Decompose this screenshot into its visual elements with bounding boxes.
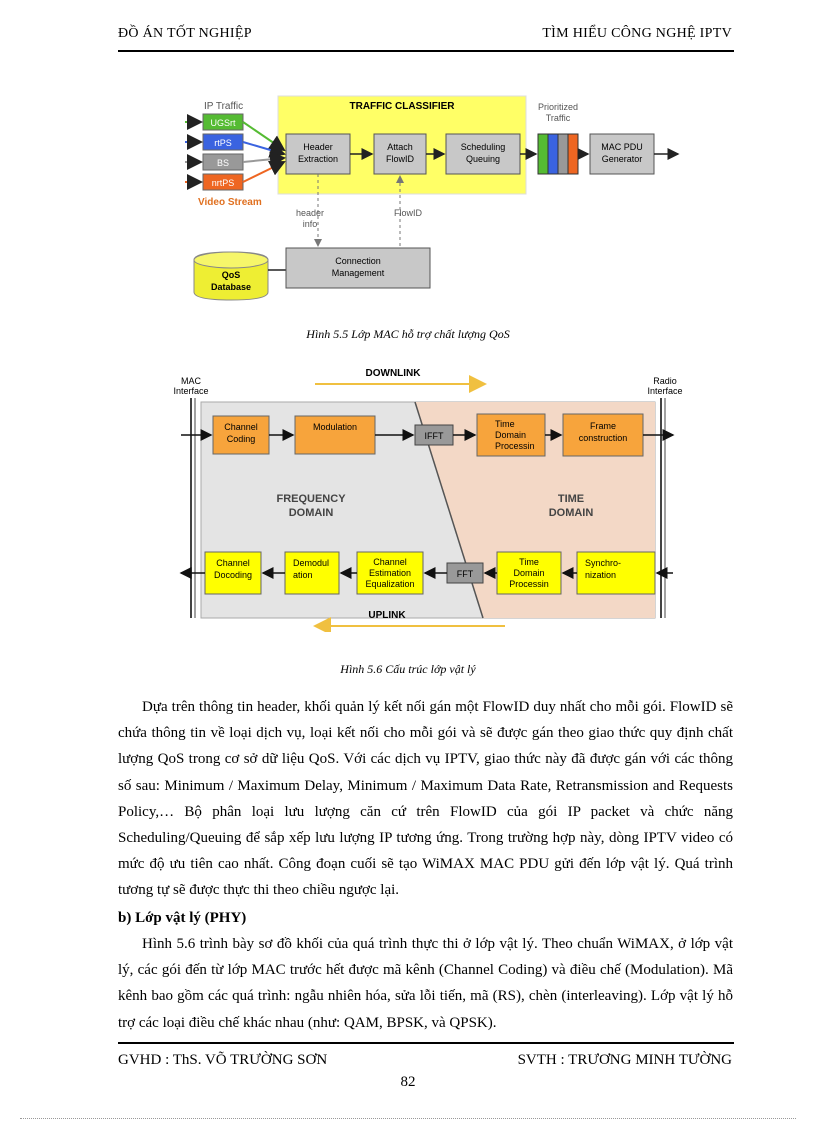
class-rtps: rtPS [214,138,232,148]
section-heading: b) Lớp vật lý (PHY) [118,910,247,926]
td-bot-l1: Time [519,557,539,567]
header-left: ĐỒ ÁN TỐT NGHIỆP [118,26,252,41]
figure-phy-structure: MAC Interface Radio Interface DOWNLINK C… [173,368,683,632]
channel-decoding-l1: Channel [216,558,250,568]
qos-db-l2: Database [211,282,251,292]
modulation-label: Modulation [313,422,357,432]
channel-est-l2: Estimation [369,568,411,578]
uplink-label: UPLINK [368,610,406,621]
footer-right: SVTH : TRƯƠNG MINH TƯỜNG [517,1052,732,1068]
channel-decoding-l2: Docoding [214,570,252,580]
figure-mac-qos: IP Traffic UGSrt rtPS BS nrtPS Video Str… [185,95,680,301]
downlink-label: DOWNLINK [366,368,422,379]
td-bot-l3: Processin [509,579,549,589]
figure1-caption: Hình 5.5 Lớp MAC hỗ trợ chất lượng QoS [306,327,510,341]
header-info-l2: info [303,219,318,229]
channel-est-l1: Channel [373,557,407,567]
header-right: TÌM HIỂU CÔNG NGHỆ IPTV [542,26,732,41]
sync-l1: Synchro- [585,558,621,568]
prioritized-l1: Prioritized [538,102,578,112]
class-nrtps: nrtPS [212,178,235,188]
scheduling-l2: Queuing [466,154,500,164]
class-bs: BS [217,158,229,168]
demodulation-l1: Demodul [293,558,329,568]
mac-pdu-l2: Generator [602,154,643,164]
classifier-title: TRAFFIC CLASSIFIER [350,101,456,112]
figure2-caption: Hình 5.6 Cấu trúc lớp vật lý [340,662,476,676]
prioritized-l2: Traffic [546,113,571,123]
freq-domain-l2: DOMAIN [289,507,334,519]
channel-coding-l2: Coding [227,434,256,444]
connection-mgmt-l2: Management [332,268,385,278]
radio-interface-l1: Radio [653,376,677,386]
td-top-l2: Domain [495,430,526,440]
ip-traffic-label: IP Traffic [204,101,243,112]
scheduling-l1: Scheduling [461,142,506,152]
page-number: 82 [400,1074,416,1090]
fft-label: FFT [457,569,474,579]
flowid-label: FlowID [394,208,423,218]
connection-mgmt-l1: Connection [335,256,381,266]
td-top-l1: Time [495,419,515,429]
td-top-l3: Processin [495,441,535,451]
channel-est-l3: Equalization [365,579,414,589]
header-rule [118,50,734,52]
header-extraction-l2: Extraction [298,154,338,164]
demodulation-l2: ation [293,570,313,580]
channel-coding-l1: Channel [224,422,258,432]
mac-interface-l1: MAC [181,376,202,386]
class-ugsrt: UGSrt [210,118,236,128]
qos-db-l1: QoS [222,270,241,280]
ifft-label: IFFT [425,431,444,441]
page-bottom-border [20,1118,796,1119]
mac-interface-l2: Interface [173,386,208,396]
frame-construction-l1: Frame [590,421,616,431]
attach-flowid-l2: FlowID [386,154,415,164]
footer-rule [118,1042,734,1044]
video-stream-label: Video Stream [198,197,262,208]
radio-interface-l2: Interface [647,386,682,396]
attach-flowid-l1: Attach [387,142,413,152]
header-extraction-l1: Header [303,142,333,152]
sync-l2: nization [585,570,616,580]
footer-left: GVHD : ThS. VÕ TRƯỜNG SƠN [118,1052,328,1068]
paragraph-1: Dựa trên thông tin header, khối quản lý … [118,699,733,899]
time-domain-l2: DOMAIN [549,507,594,519]
td-bot-l2: Domain [513,568,544,578]
header-info-l1: header [296,208,324,218]
mac-pdu-l1: MAC PDU [601,142,643,152]
paragraph-2: Hình 5.6 trình bày sơ đồ khối của quá tr… [118,936,733,1031]
time-domain-l1: TIME [558,493,584,505]
frame-construction-l2: construction [579,433,628,443]
freq-domain-l1: FREQUENCY [276,493,346,505]
